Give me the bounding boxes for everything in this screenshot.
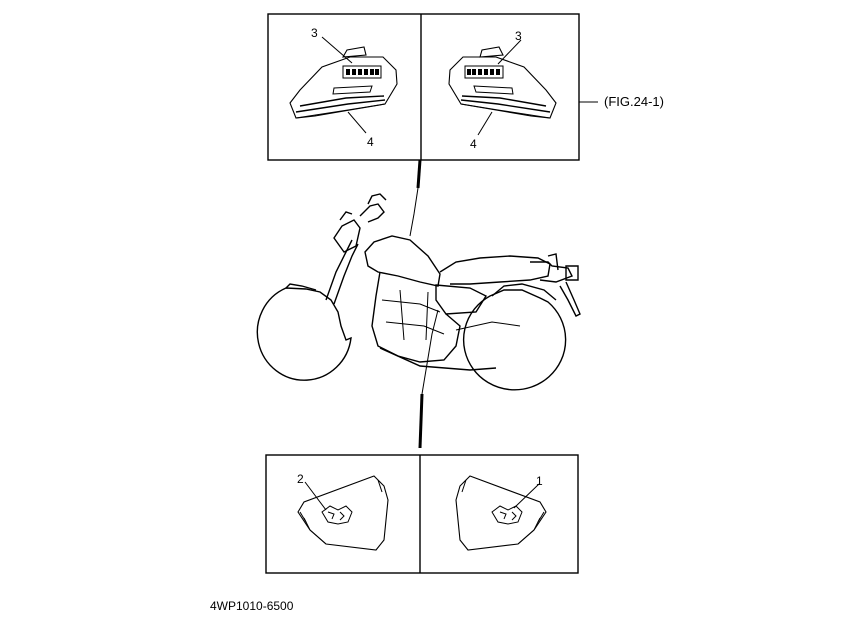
rear-fender <box>530 261 573 283</box>
seat <box>439 255 551 285</box>
side-cover-outline <box>435 284 488 315</box>
callout-3-right: 3 <box>515 29 522 43</box>
side-cover-right <box>455 475 547 551</box>
callout-3-left: 3 <box>311 26 318 40</box>
leader-top-thin <box>409 187 419 237</box>
leader-bottom-thick <box>418 393 424 449</box>
bottom-panel: 2 1 <box>265 454 579 574</box>
figure-reference: (FIG.24-1) <box>604 94 664 109</box>
side-emblem-left <box>321 505 353 525</box>
leader-bottom-thin <box>421 309 439 395</box>
leader-top-thick <box>416 159 422 189</box>
side-cover-left <box>297 475 389 551</box>
callout-2: 2 <box>297 472 304 486</box>
callout-1: 1 <box>536 474 543 488</box>
callout-4-right: 4 <box>470 137 477 151</box>
front-wheel <box>256 287 352 381</box>
tank-cap-right <box>479 46 504 58</box>
part-code: 4WP1010-6500 <box>210 599 294 613</box>
callout-4-left: 4 <box>367 135 374 149</box>
engine-block <box>371 271 461 363</box>
motorcycle-outline <box>256 193 581 391</box>
exhaust <box>379 347 497 371</box>
top-panel-frame <box>267 13 580 161</box>
rear-wheel <box>462 289 567 391</box>
headlight <box>333 219 361 253</box>
front-fork <box>325 239 359 305</box>
fuel-tank-right <box>448 46 557 119</box>
tank-cap-left <box>342 46 367 58</box>
side-emblem-right <box>491 505 523 525</box>
top-panel: 3 4 3 4 <box>267 13 580 161</box>
fuel-tank-outline <box>364 235 441 287</box>
bottom-panel-frame <box>265 454 579 574</box>
fuel-tank-left <box>289 46 398 119</box>
